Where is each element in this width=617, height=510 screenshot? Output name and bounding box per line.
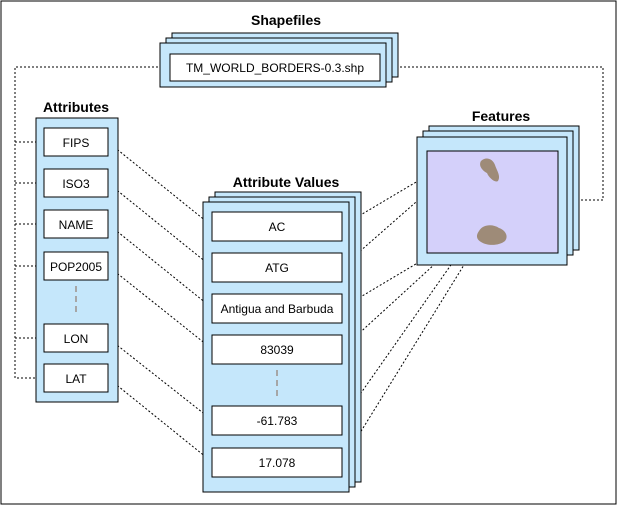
attribute-box-fips[interactable] bbox=[43, 127, 109, 157]
value-label-pop2005: 83039 bbox=[260, 343, 294, 357]
value-box-atg[interactable] bbox=[211, 252, 343, 283]
attribute-box-lat[interactable] bbox=[43, 363, 109, 393]
shapefiles-title: Shapefiles bbox=[251, 12, 321, 28]
attribute-label-fips: FIPS bbox=[63, 136, 90, 150]
value-label-atg: ATG bbox=[265, 261, 289, 275]
value-box-lon[interactable] bbox=[211, 405, 343, 436]
island-shape-barbuda bbox=[480, 158, 500, 182]
value-label-ac: AC bbox=[269, 220, 286, 234]
connector-value-feature-6 bbox=[341, 251, 473, 463]
value-box-ac[interactable] bbox=[211, 211, 343, 242]
value-box-name[interactable] bbox=[211, 293, 343, 324]
connector-shapefile-attributes bbox=[14, 66, 170, 379]
attribute-box-lon[interactable] bbox=[43, 323, 109, 353]
attribute-values-title: Attribute Values bbox=[233, 174, 340, 190]
attribute-label-lon: LON bbox=[64, 332, 89, 346]
value-box-pop2005[interactable] bbox=[211, 334, 343, 365]
connector-shapefile-features bbox=[380, 66, 604, 201]
value-label-name: Antigua and Barbuda bbox=[221, 302, 334, 316]
attribute-label-pop2005: POP2005 bbox=[50, 260, 102, 274]
attribute-value-list: AC ATG Antigua and Barbuda 83039 -61.783… bbox=[211, 211, 343, 478]
island-shape-antigua bbox=[476, 225, 507, 245]
value-box-lat[interactable] bbox=[211, 447, 343, 478]
value-label-lon: -61.783 bbox=[257, 414, 298, 428]
attribute-label-lat: LAT bbox=[65, 372, 87, 386]
attributes-title: Attributes bbox=[43, 99, 109, 115]
attribute-box-pop2005[interactable] bbox=[43, 251, 109, 281]
attribute-list: FIPS ISO3 NAME POP2005 LON LAT bbox=[43, 127, 109, 393]
value-label-lat: 17.078 bbox=[259, 456, 296, 470]
attribute-box-name[interactable] bbox=[43, 209, 109, 239]
features-title: Features bbox=[472, 108, 531, 124]
attribute-label-iso3: ISO3 bbox=[62, 177, 90, 191]
attribute-box-iso3[interactable] bbox=[43, 168, 109, 198]
attribute-label-name: NAME bbox=[59, 218, 94, 232]
shapefile-name-box[interactable] bbox=[169, 53, 381, 82]
shapefile-name: TM_WORLD_BORDERS-0.3.shp bbox=[186, 61, 364, 75]
